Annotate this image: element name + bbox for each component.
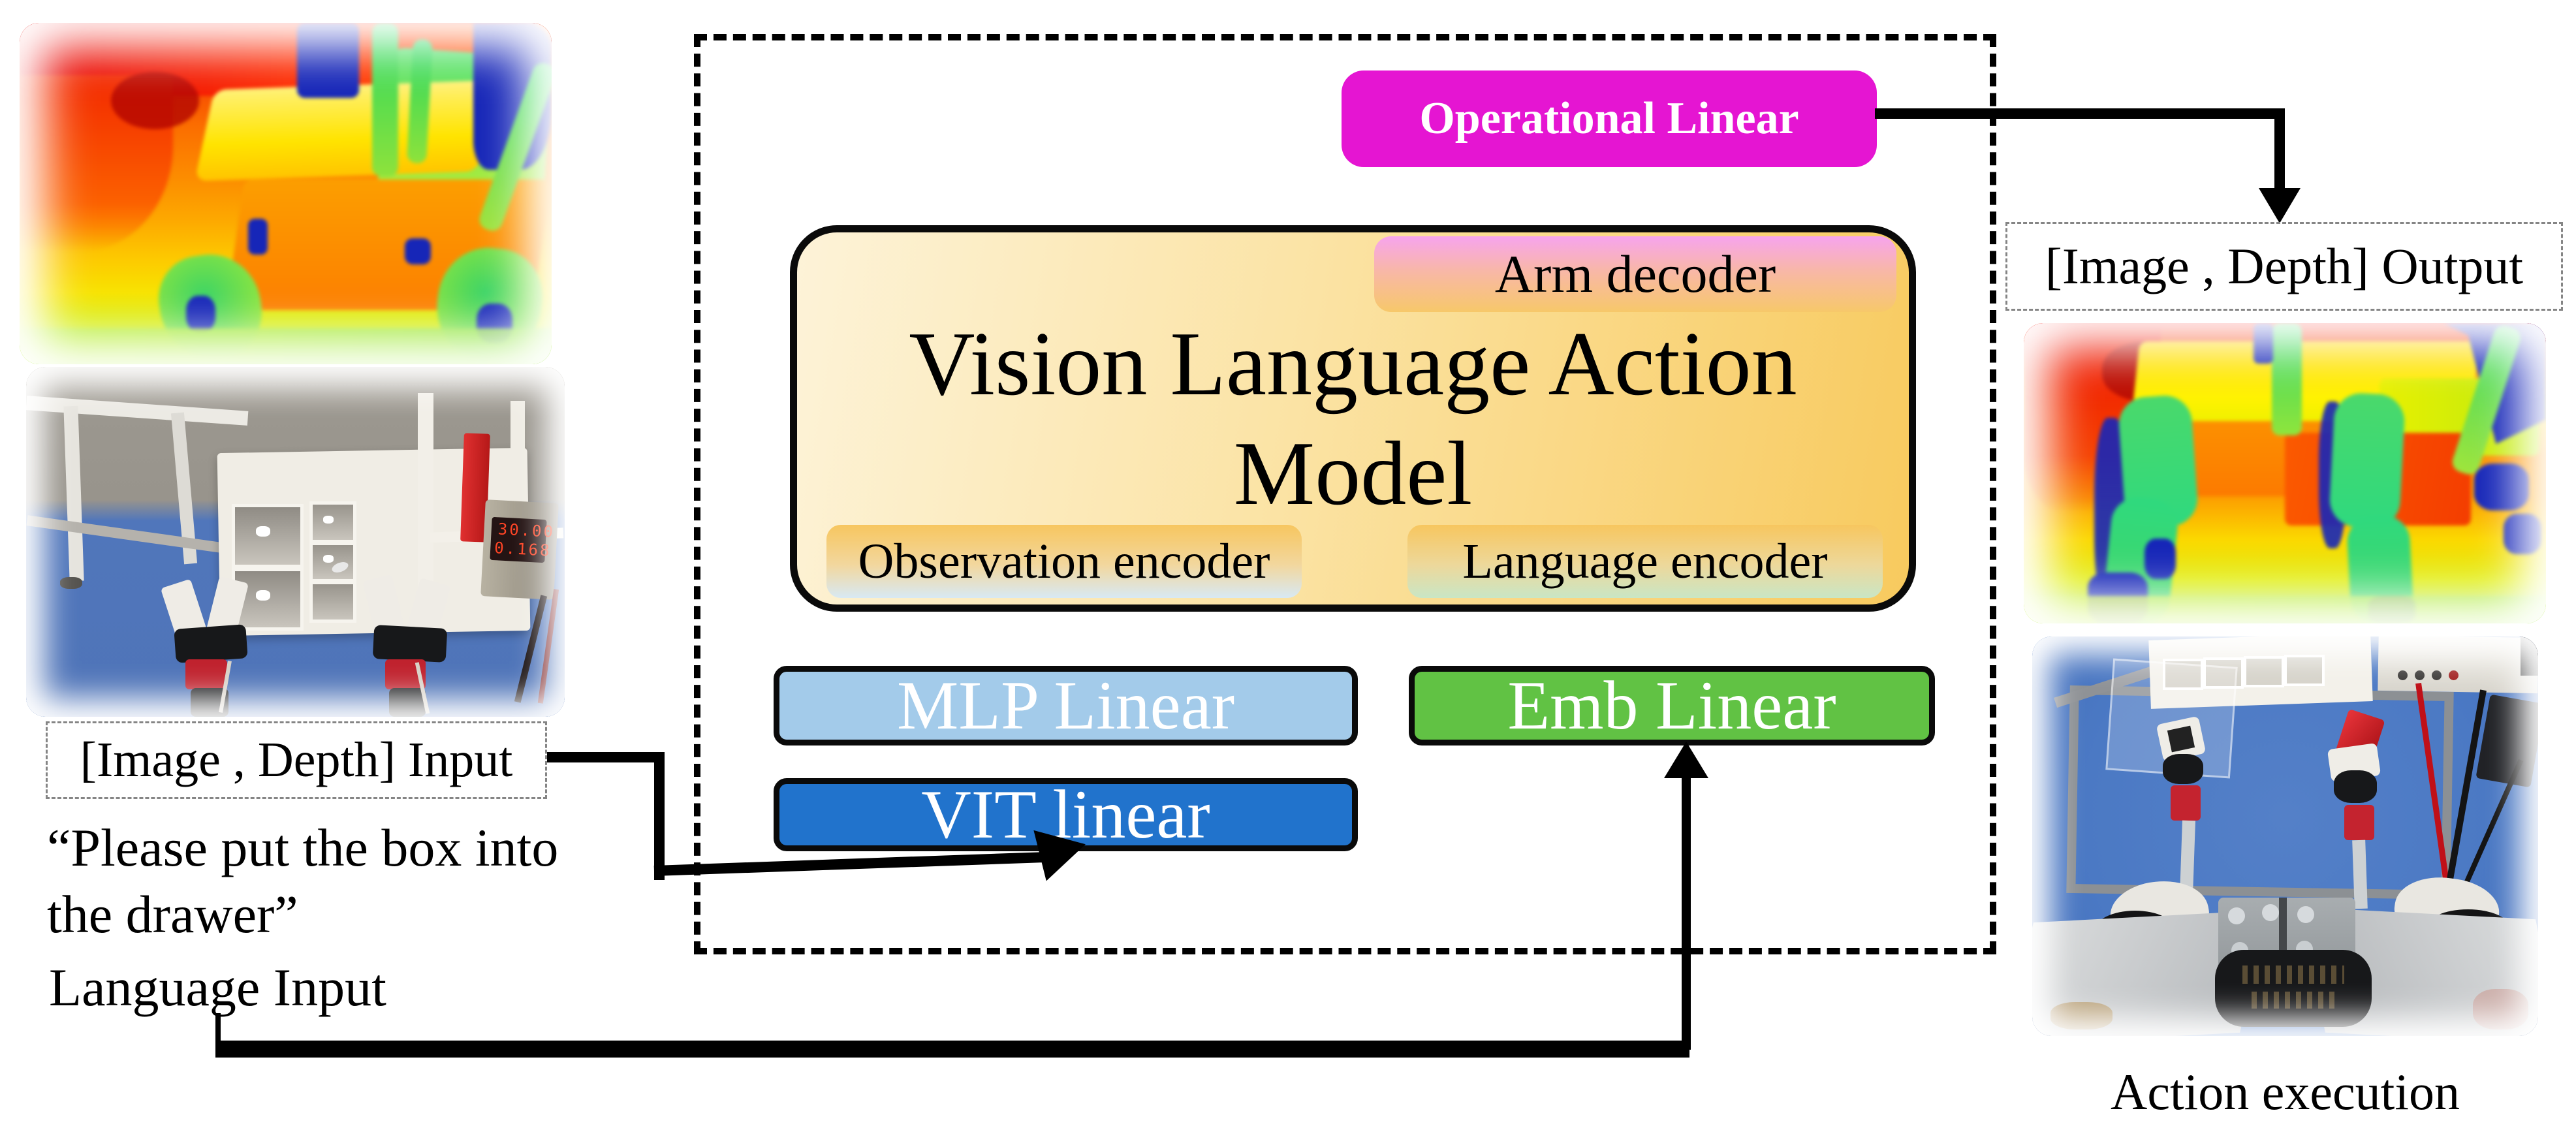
robot-gripper-plate xyxy=(372,625,448,663)
vla-model-box: Arm decoder Vision Language Action Model… xyxy=(790,225,1916,612)
vla-title-line2: Model xyxy=(1233,423,1473,524)
depth-region xyxy=(297,23,359,98)
shelf-cubby xyxy=(2244,656,2284,687)
robot-servo xyxy=(2171,785,2201,821)
output-rgb-photo xyxy=(2032,636,2538,1036)
shelf-cubby xyxy=(2203,657,2244,689)
robot-joint xyxy=(2163,754,2203,784)
input-rgb-photo: 30.00 0.168 xyxy=(26,367,565,717)
shelf-cubby xyxy=(2284,655,2325,686)
language-encoder-text: Language encoder xyxy=(1462,533,1828,589)
output-depth-image xyxy=(2024,323,2546,623)
bolt xyxy=(2262,904,2279,921)
operational-linear-box: Operational Linear xyxy=(1342,71,1877,167)
emb-linear-text: Emb Linear xyxy=(1507,667,1836,744)
input-arrow-segment-v xyxy=(654,752,665,880)
action-execution-caption: Action execution xyxy=(2111,1063,2460,1120)
bolt xyxy=(2228,907,2245,924)
robot-arm-body xyxy=(389,688,426,717)
shelf-knob xyxy=(323,555,334,563)
robot-gripper-plate xyxy=(174,624,248,663)
observation-encoder-box: Observation encoder xyxy=(826,525,1302,598)
depth-region xyxy=(2328,392,2406,529)
wire-tangle xyxy=(2473,989,2528,1029)
shelf-knob xyxy=(256,526,270,537)
vit-linear-box: VIT linear xyxy=(774,776,1358,853)
output-arrowhead xyxy=(2259,188,2301,223)
depth-region xyxy=(186,296,215,332)
depth-region xyxy=(372,23,398,176)
input-depth-image xyxy=(20,23,552,364)
language-arrowhead xyxy=(1664,742,1708,778)
psu-port xyxy=(2432,670,2442,680)
robot-servo xyxy=(185,659,227,689)
table-foot xyxy=(60,577,82,589)
language-input-label: Language Input xyxy=(49,958,386,1017)
output-arrow-vertical xyxy=(2274,108,2285,193)
image-depth-output-text: [Image , Depth] Output xyxy=(2045,238,2524,294)
laptop-corner xyxy=(2475,694,2538,788)
black-device xyxy=(2215,950,2372,1027)
language-encoder-box: Language encoder xyxy=(1407,525,1883,598)
operational-linear-text: Operational Linear xyxy=(1419,93,1799,144)
model-flow-container xyxy=(694,34,1996,954)
psu-port xyxy=(2449,670,2458,680)
robot-servo xyxy=(2344,805,2374,840)
power-supply-led-panel: 30.00 0.168 xyxy=(490,516,556,563)
depth-region xyxy=(2272,323,2302,435)
vit-linear-text: VIT linear xyxy=(921,776,1210,853)
arm-decoder-box: Arm decoder xyxy=(1374,236,1896,312)
shelf-knob xyxy=(256,590,270,601)
language-arrow-vertical xyxy=(1682,776,1691,1050)
shelf-cubby xyxy=(309,581,356,623)
language-arrow-stub xyxy=(215,1013,221,1050)
instruction-line1: “Please put the box into xyxy=(47,818,559,877)
wire-tangle xyxy=(2050,1002,2113,1029)
arm-decoder-text: Arm decoder xyxy=(1494,244,1776,304)
robot-link xyxy=(2352,840,2368,909)
device-box xyxy=(2521,636,2538,676)
power-supply xyxy=(2378,636,2538,694)
vla-title-line1: Vision Language Action xyxy=(909,313,1797,415)
depth-region xyxy=(405,238,431,264)
depth-region xyxy=(2474,463,2529,510)
robot-joint xyxy=(2334,770,2377,803)
depth-region xyxy=(111,72,199,129)
shelf-cubby xyxy=(309,501,356,543)
depth-region xyxy=(2254,323,2273,364)
mlp-linear-box: MLP Linear xyxy=(774,666,1358,745)
shelf-cubby xyxy=(2163,659,2203,690)
observation-encoder-text: Observation encoder xyxy=(858,533,1270,589)
image-depth-output-label: [Image , Depth] Output xyxy=(2005,222,2563,311)
shelf-knob xyxy=(323,516,334,524)
psu-reading-bottom: 0.168 xyxy=(494,539,552,560)
depth-region xyxy=(2504,514,2541,554)
depth-region xyxy=(20,328,552,364)
output-arrow-horizontal xyxy=(1875,108,2285,119)
depth-blob-layer xyxy=(20,23,552,364)
depth-blob-layer xyxy=(2024,323,2546,623)
image-depth-input-text: [Image , Depth] Input xyxy=(80,732,513,787)
vla-model-title: Vision Language Action Model xyxy=(797,309,1909,529)
shelf-cubby xyxy=(232,504,304,568)
psu-port xyxy=(2415,670,2425,680)
shelf-cubby xyxy=(309,542,356,582)
depth-region xyxy=(2144,539,2176,579)
emb-linear-box: Emb Linear xyxy=(1409,666,1935,745)
input-arrow-segment-h1 xyxy=(547,752,665,762)
mlp-linear-text: MLP Linear xyxy=(896,667,1235,744)
table-frame-leg xyxy=(63,405,84,582)
image-depth-input-label: [Image , Depth] Input xyxy=(46,721,547,799)
photo-parts: 30.00 0.168 xyxy=(26,367,565,717)
depth-region xyxy=(248,219,268,255)
language-arrow-horizontal xyxy=(215,1041,1689,1058)
photo-parts xyxy=(2032,636,2538,1036)
instruction-line2: the drawer” xyxy=(47,885,298,944)
instruction-text: “Please put the box into the drawer” xyxy=(47,815,798,948)
psu-port xyxy=(2398,670,2408,680)
depth-region xyxy=(2024,596,2546,623)
bolt xyxy=(2297,906,2314,923)
table-frame-bar xyxy=(26,396,249,426)
